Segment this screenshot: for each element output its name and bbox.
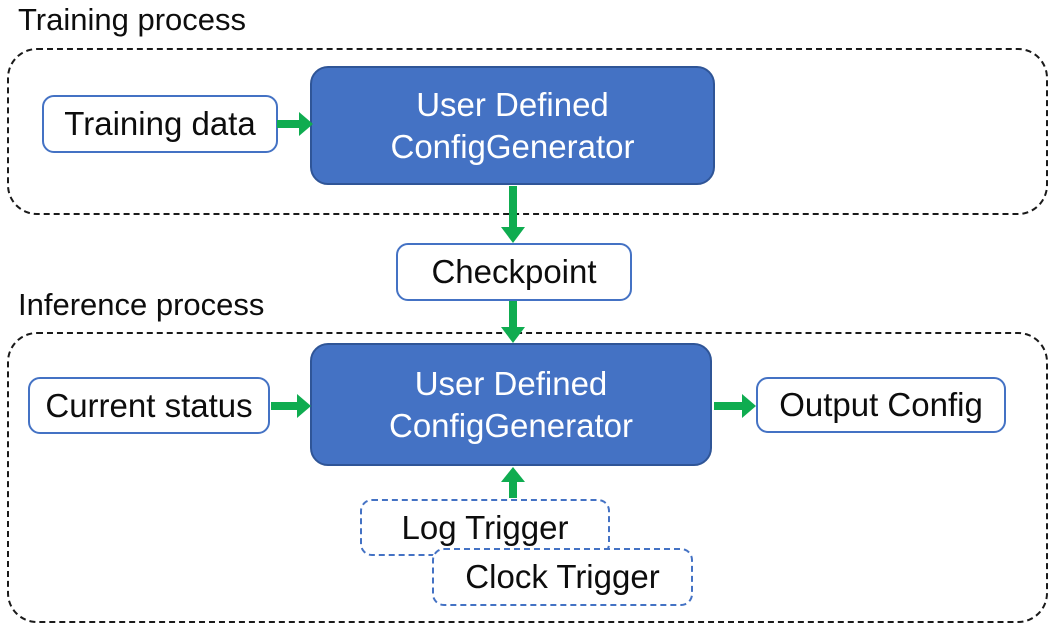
- arrow-current-status-to-generator-icon: [271, 394, 311, 418]
- log-trigger-box: Log Trigger: [360, 499, 610, 556]
- arrow-generator-to-output-icon: [714, 394, 756, 418]
- training-container: [7, 48, 1048, 215]
- current-status-label: Current status: [45, 386, 253, 424]
- inference-generator-line1: User Defined: [414, 364, 608, 402]
- checkpoint-box: Checkpoint: [396, 243, 632, 301]
- training-generator-line2: ConfigGenerator: [390, 127, 635, 165]
- training-data-label: Training data: [64, 105, 256, 142]
- clock-trigger-box: Clock Trigger: [432, 548, 693, 606]
- inference-process-label: Inference process: [18, 287, 265, 322]
- log-trigger-label: Log Trigger: [401, 508, 569, 546]
- inference-generator-line2: ConfigGenerator: [389, 406, 633, 444]
- training-data-box: Training data: [42, 95, 278, 153]
- arrow-checkpoint-to-generator-icon: [501, 301, 525, 343]
- output-config-label: Output Config: [779, 386, 983, 423]
- training-generator-line1: User Defined: [416, 85, 609, 123]
- arrow-generator-to-checkpoint-icon: [501, 186, 525, 243]
- arrow-log-trigger-to-generator-icon: [501, 467, 525, 498]
- arrow-training-data-to-generator-icon: [277, 112, 313, 136]
- inference-generator-box: User Defined ConfigGenerator: [310, 343, 712, 466]
- training-process-label: Training process: [18, 2, 247, 37]
- inference-container: [7, 332, 1048, 623]
- clock-trigger-label: Clock Trigger: [465, 558, 660, 595]
- checkpoint-label: Checkpoint: [431, 253, 597, 290]
- training-generator-box: User Defined ConfigGenerator: [310, 66, 715, 185]
- output-config-box: Output Config: [756, 377, 1006, 433]
- current-status-box: Current status: [28, 377, 270, 434]
